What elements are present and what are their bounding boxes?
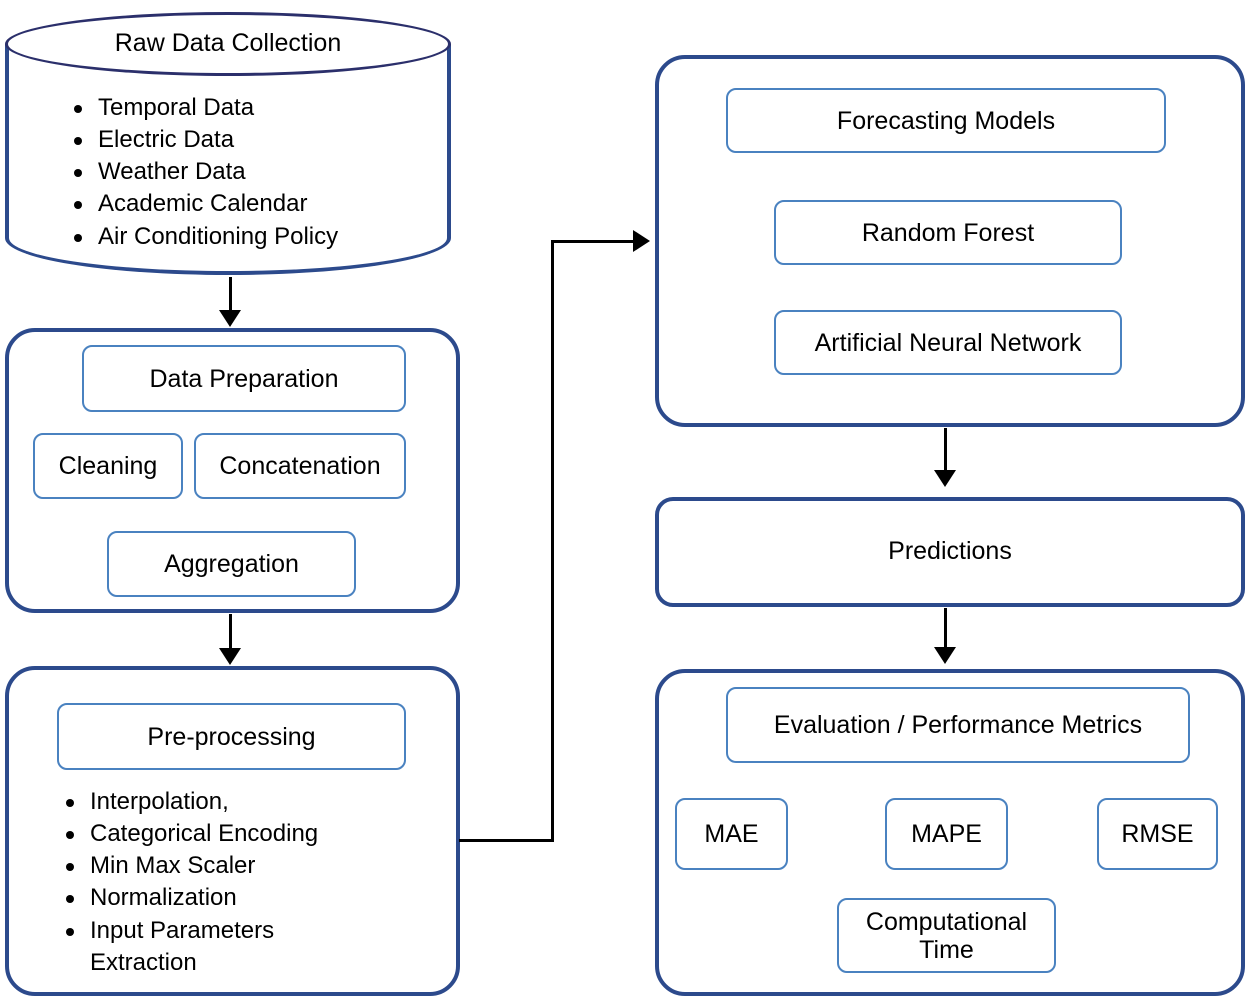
list-item: Input Parameters (60, 915, 440, 947)
forecasting-model-artificial-neural-network[interactable]: Artificial Neural Network (774, 310, 1122, 375)
connector-dataprep-to-preprocessing-line (229, 614, 232, 651)
evaluation-title: Evaluation / Performance Metrics (773, 711, 1143, 739)
list-item: Weather Data (68, 156, 448, 188)
step-label: Aggregation (164, 550, 299, 578)
forecasting-model-random-forest[interactable]: Random Forest (774, 200, 1122, 265)
forecasting-models-title: Forecasting Models (836, 106, 1056, 135)
data-preparation-step-concatenation[interactable]: Concatenation (194, 433, 406, 499)
data-preparation-title: Data Preparation (149, 364, 339, 393)
model-label: Artificial Neural Network (814, 328, 1082, 357)
metric-label: MAE (704, 820, 759, 848)
list-item: Normalization (60, 882, 440, 914)
evaluation-metric-rmse[interactable]: RMSE (1097, 798, 1218, 870)
metric-label: Computational Time (865, 907, 1028, 964)
data-preparation-title-box[interactable]: Data Preparation (82, 345, 406, 412)
list-item: Academic Calendar (68, 188, 448, 220)
evaluation-metric-mae[interactable]: MAE (675, 798, 788, 870)
cylinder-top-ellipse (5, 12, 451, 76)
step-label: Concatenation (219, 452, 381, 480)
pre-processing-title: Pre-processing (147, 722, 316, 751)
forecasting-models-title-box[interactable]: Forecasting Models (726, 88, 1166, 153)
data-preparation-step-cleaning[interactable]: Cleaning (33, 433, 183, 499)
connector-rawdata-to-dataprep-arrow (219, 310, 241, 327)
connector-preprocessing-to-models-arrow (633, 230, 650, 252)
evaluation-title-box[interactable]: Evaluation / Performance Metrics (726, 687, 1190, 763)
list-item: Electric Data (68, 124, 448, 156)
predictions-node[interactable] (655, 497, 1245, 607)
raw-data-collection-list: Temporal Data Electric Data Weather Data… (68, 92, 448, 253)
list-item: Interpolation, (60, 786, 440, 818)
metric-label: MAPE (911, 820, 982, 848)
predictions-title: Predictions (888, 537, 1012, 565)
connector-predictions-to-evaluation-line (944, 608, 947, 650)
connector-rawdata-to-dataprep-line (229, 277, 232, 313)
connector-models-to-predictions-line (944, 428, 947, 473)
list-item: Temporal Data (68, 92, 448, 124)
pre-processing-list: Interpolation, Categorical Encoding Min … (60, 786, 440, 979)
connector-predictions-to-evaluation-arrow (934, 647, 956, 664)
list-item: Air Conditioning Policy (68, 221, 448, 253)
step-label: Cleaning (58, 452, 158, 480)
metric-label: RMSE (1121, 820, 1194, 848)
evaluation-metric-computational-time[interactable]: Computational Time (837, 898, 1056, 973)
evaluation-metric-mape[interactable]: MAPE (885, 798, 1008, 870)
connector-preprocessing-to-models-h2 (551, 240, 636, 243)
connector-dataprep-to-preprocessing-arrow (219, 648, 241, 665)
connector-preprocessing-to-models-v (551, 240, 554, 842)
model-label: Random Forest (861, 218, 1035, 247)
connector-models-to-predictions-arrow (934, 470, 956, 487)
data-preparation-step-aggregation[interactable]: Aggregation (107, 531, 356, 597)
connector-preprocessing-to-models-h1 (459, 839, 554, 842)
list-item-continuation: Extraction (90, 948, 197, 976)
list-item: Categorical Encoding (60, 818, 440, 850)
list-item: Min Max Scaler (60, 850, 440, 882)
pre-processing-title-box[interactable]: Pre-processing (57, 703, 406, 770)
raw-data-collection-title: Raw Data Collection (114, 29, 342, 57)
